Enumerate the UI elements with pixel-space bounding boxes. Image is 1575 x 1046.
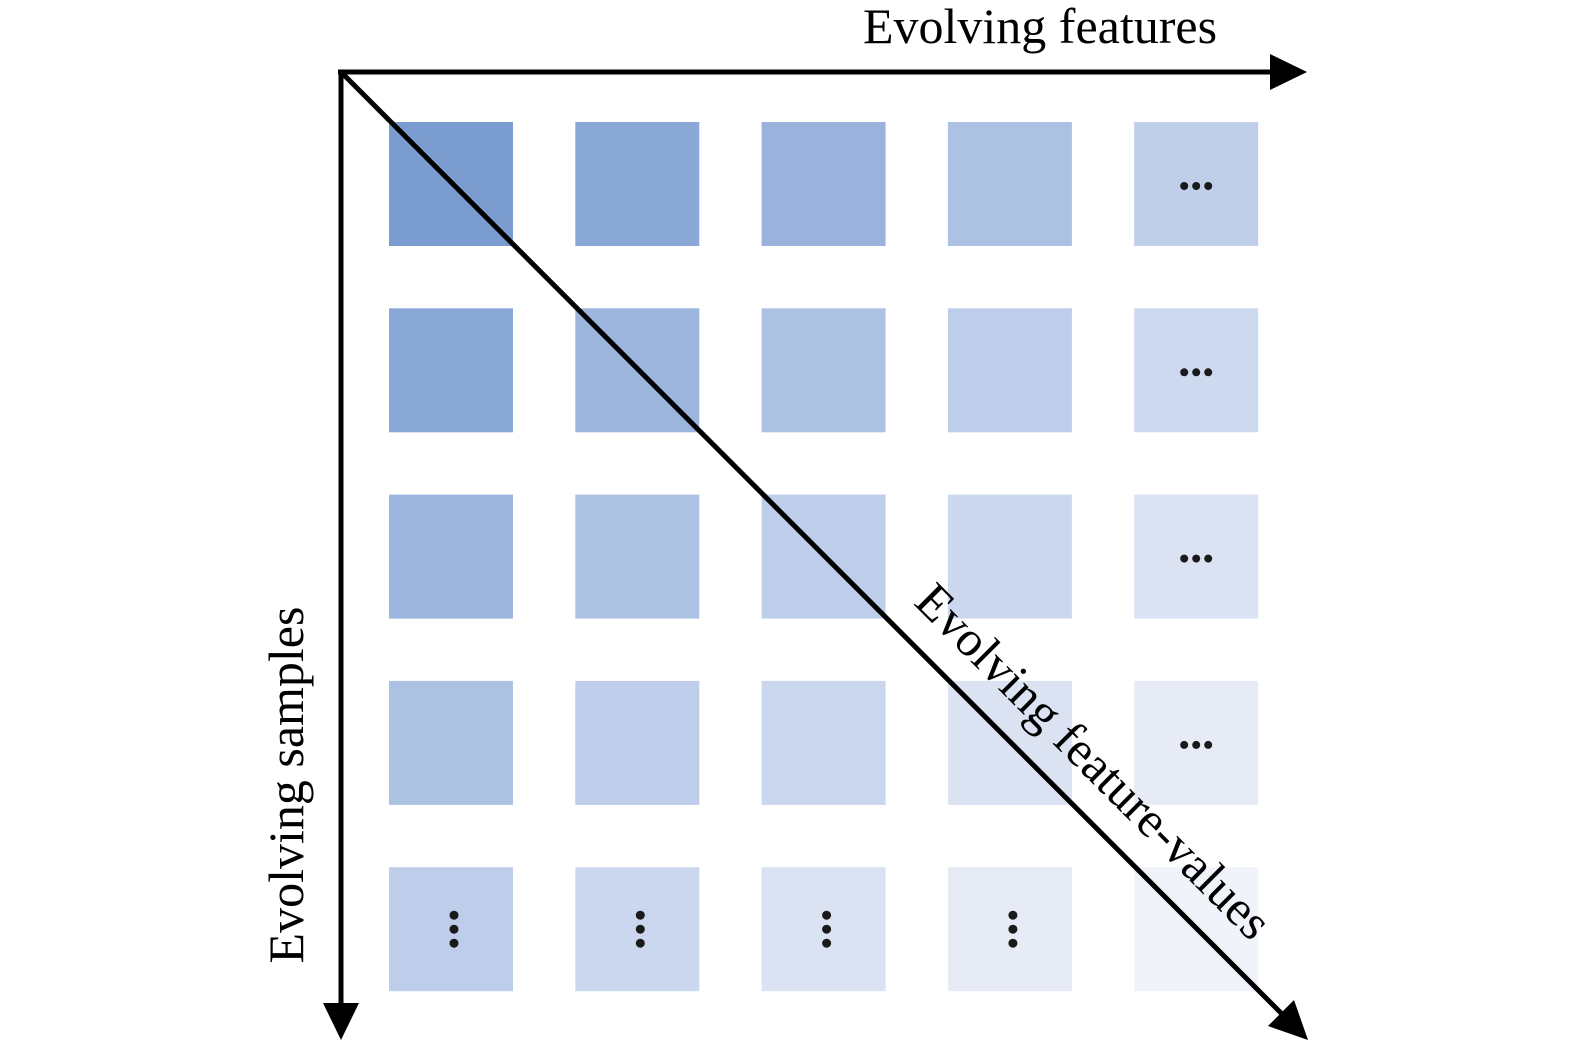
grid-cell-r3-c2 bbox=[575, 494, 700, 619]
samples-axis-arrowhead bbox=[323, 1003, 359, 1040]
samples-axis: Evolving samples bbox=[258, 70, 359, 1040]
feature-values-axis-arrowhead bbox=[1268, 1000, 1308, 1040]
horizontal-ellipsis-icon bbox=[1180, 182, 1213, 190]
features-axis: Evolving features bbox=[338, 0, 1307, 90]
vertical-ellipsis-icon bbox=[1008, 910, 1018, 948]
grid-cell-r3-c1 bbox=[389, 494, 513, 619]
horizontal-ellipsis-icon bbox=[1180, 368, 1213, 377]
grid-cell-r2-c4 bbox=[947, 308, 1072, 433]
features-axis-arrowhead bbox=[1270, 54, 1307, 90]
features-axis-label: Evolving features bbox=[863, 0, 1217, 54]
grid-cell-r1-c3 bbox=[761, 122, 886, 246]
vertical-ellipsis-icon bbox=[449, 910, 459, 948]
horizontal-ellipsis-icon bbox=[1180, 740, 1213, 749]
grid-cell-r3-c4 bbox=[947, 494, 1072, 619]
vertical-ellipsis-icon bbox=[822, 910, 832, 948]
vertical-ellipsis-icon bbox=[635, 910, 645, 948]
samples-axis-label: Evolving samples bbox=[258, 607, 314, 964]
feature-values-axis-line bbox=[339, 70, 1288, 1020]
horizontal-ellipsis-icon bbox=[1180, 554, 1213, 563]
grid-cell-r2-c3 bbox=[761, 308, 886, 433]
grid-cell-r1-c2 bbox=[575, 122, 700, 246]
grid-cell-r4-c2 bbox=[575, 680, 700, 805]
grid-cell-r2-c1 bbox=[389, 308, 513, 433]
grid-cell-r4-c1 bbox=[389, 680, 513, 805]
grid-cell-r1-c4 bbox=[947, 122, 1072, 246]
grid-cell-r4-c3 bbox=[761, 680, 886, 805]
